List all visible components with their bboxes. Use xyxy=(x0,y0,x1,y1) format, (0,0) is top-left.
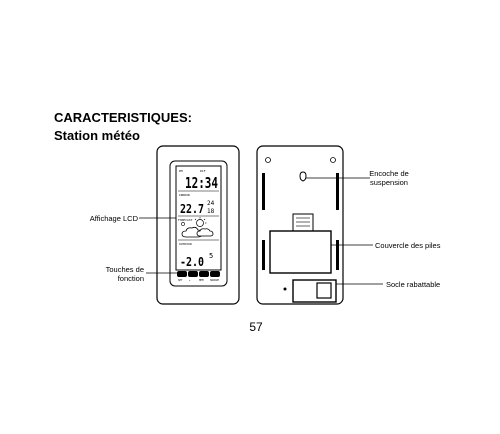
svg-text:SET: SET xyxy=(178,278,183,282)
lcd-indoor-humidity: 24 xyxy=(207,200,215,207)
page-number: 57 xyxy=(249,320,263,334)
moon-icon xyxy=(181,222,185,226)
foldable-stand xyxy=(292,279,337,303)
screw-icon xyxy=(265,157,271,163)
label-lcd-display: Affichage LCD xyxy=(89,214,138,223)
label-hanging-hook-line2: suspension xyxy=(370,178,408,187)
cloud-icon xyxy=(181,226,214,238)
vent-slot xyxy=(336,173,339,210)
lcd-indicator: PM xyxy=(179,169,183,173)
screw-icon xyxy=(330,157,336,163)
vent-slot xyxy=(336,240,339,270)
label-foldable-stand: Socle rabattable xyxy=(386,280,441,289)
lcd-outdoor-humidity: 5 xyxy=(209,252,213,260)
function-key-2[interactable] xyxy=(188,271,198,277)
subsection-heading: Station météo xyxy=(54,128,140,143)
vent-slot xyxy=(262,173,265,210)
label-battery-cover: Couvercle des piles xyxy=(375,241,441,250)
function-key-1[interactable] xyxy=(177,271,187,277)
lcd-time: 12:34 xyxy=(185,174,218,192)
svg-text:MEM: MEM xyxy=(199,278,204,282)
label-function-keys-line1: Touches de xyxy=(105,265,144,274)
lcd-indoor-extra: 18 xyxy=(207,208,215,215)
reset-hole-icon xyxy=(283,287,287,291)
svg-text:+: + xyxy=(189,279,191,282)
function-key-4[interactable] xyxy=(210,271,220,277)
function-key-3[interactable] xyxy=(199,271,209,277)
lcd-indicator: OUTDOOR xyxy=(179,242,192,246)
sun-cloud-icon xyxy=(194,217,207,227)
front-view: PM DCF INDOOR OUTDOOR FORECAST 12:34 22.… xyxy=(156,145,240,305)
label-hanging-hook-line1: Encoche de xyxy=(369,169,409,178)
back-view xyxy=(256,145,344,305)
svg-text:SNOOZE: SNOOZE xyxy=(210,278,220,282)
lcd-indoor-temp: 22.7 xyxy=(180,202,204,216)
lcd-outdoor-temp: -2.0 xyxy=(180,255,204,269)
vent-slot xyxy=(262,240,265,270)
section-heading: CARACTERISTIQUES: xyxy=(54,110,192,125)
lcd-indicator: FORECAST xyxy=(178,218,193,222)
battery-tab xyxy=(292,213,314,233)
lcd-indicator: INDOOR xyxy=(179,193,190,197)
battery-cover xyxy=(269,230,332,274)
lcd-indicator: DCF xyxy=(200,169,206,173)
label-function-keys-line2: fonction xyxy=(117,274,144,283)
function-keys: SET + MEM SNOOZE xyxy=(177,271,220,282)
hanging-hook-icon xyxy=(299,171,307,182)
